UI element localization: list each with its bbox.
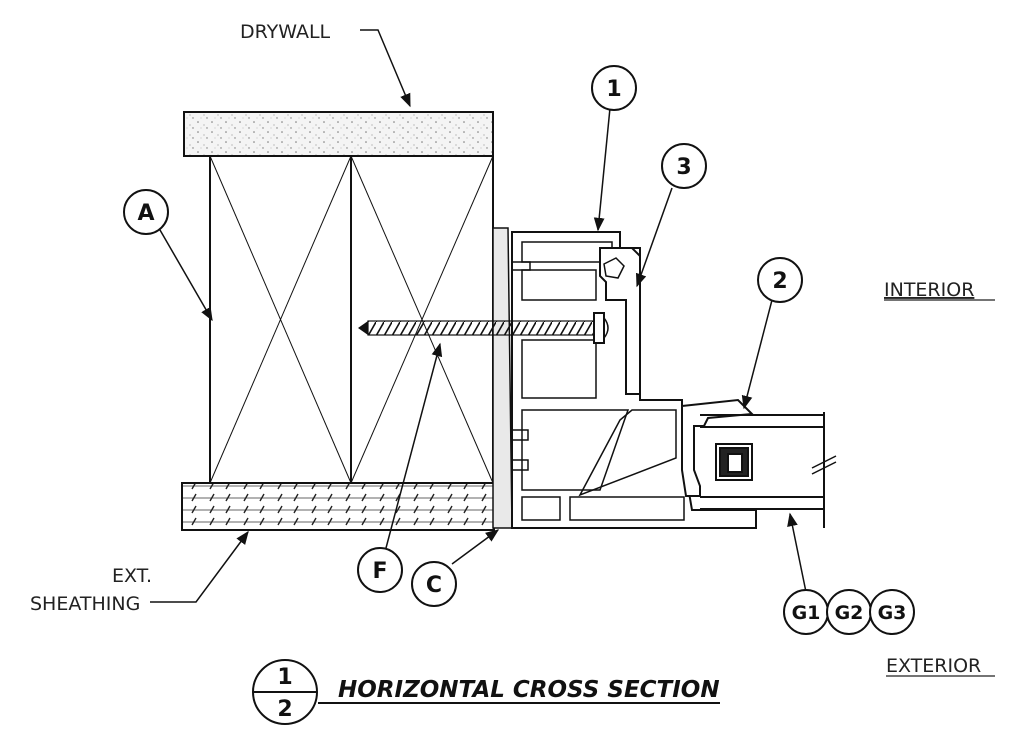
drawing-title: HORIZONTAL CROSS SECTION bbox=[338, 677, 720, 703]
stud-framing bbox=[209, 155, 494, 484]
svg-text:F: F bbox=[372, 559, 387, 584]
callout-sash: 3 bbox=[661, 143, 707, 189]
screw-fastener bbox=[358, 312, 609, 344]
drywall-label: DRYWALL bbox=[240, 21, 331, 43]
sash-profile bbox=[599, 247, 641, 395]
callout-stud: A bbox=[123, 189, 169, 235]
exterior-label: EXTERIOR bbox=[886, 655, 981, 677]
title-block: 1 2 HORIZONTAL CROSS SECTION bbox=[252, 659, 720, 725]
svg-text:3: 3 bbox=[676, 155, 691, 180]
leader-stud bbox=[159, 229, 213, 322]
callout-glazing-1: G1 bbox=[783, 589, 829, 635]
leader-sash bbox=[636, 187, 673, 288]
callout-glazing-bead: 2 bbox=[757, 257, 803, 303]
leader-fastener bbox=[385, 342, 443, 549]
leader-drywall bbox=[360, 29, 411, 108]
sealant-strip bbox=[492, 227, 513, 529]
insulated-glass-unit bbox=[700, 412, 837, 528]
callout-frame: 1 bbox=[591, 65, 637, 111]
drywall-panel bbox=[183, 111, 494, 157]
leader-glazing bbox=[787, 512, 807, 593]
detail-number: 1 bbox=[277, 665, 292, 690]
exterior-sheathing bbox=[181, 482, 495, 531]
ext-sheathing-label-line1: EXT. bbox=[112, 565, 152, 587]
leader-frame bbox=[593, 107, 611, 232]
glazing-bead bbox=[681, 398, 755, 497]
callout-sealant: C bbox=[411, 561, 457, 607]
svg-text:2: 2 bbox=[772, 269, 787, 294]
ext-sheathing-label-line2: SHEATHING bbox=[30, 593, 140, 615]
svg-text:G3: G3 bbox=[878, 602, 907, 624]
leader-glazing-bead bbox=[741, 299, 773, 410]
svg-text:G1: G1 bbox=[792, 602, 821, 624]
callout-fastener: F bbox=[357, 547, 403, 593]
leader-sealant bbox=[451, 529, 500, 565]
interior-label: INTERIOR bbox=[884, 279, 974, 301]
svg-text:A: A bbox=[137, 201, 154, 226]
svg-text:G2: G2 bbox=[835, 602, 864, 624]
leader-ext-sheathing bbox=[150, 530, 249, 603]
callout-glazing-3: G3 bbox=[869, 589, 915, 635]
callout-glazing-2: G2 bbox=[826, 589, 872, 635]
sheet-number: 2 bbox=[277, 697, 292, 722]
svg-text:C: C bbox=[426, 573, 442, 598]
svg-text:1: 1 bbox=[606, 77, 621, 102]
